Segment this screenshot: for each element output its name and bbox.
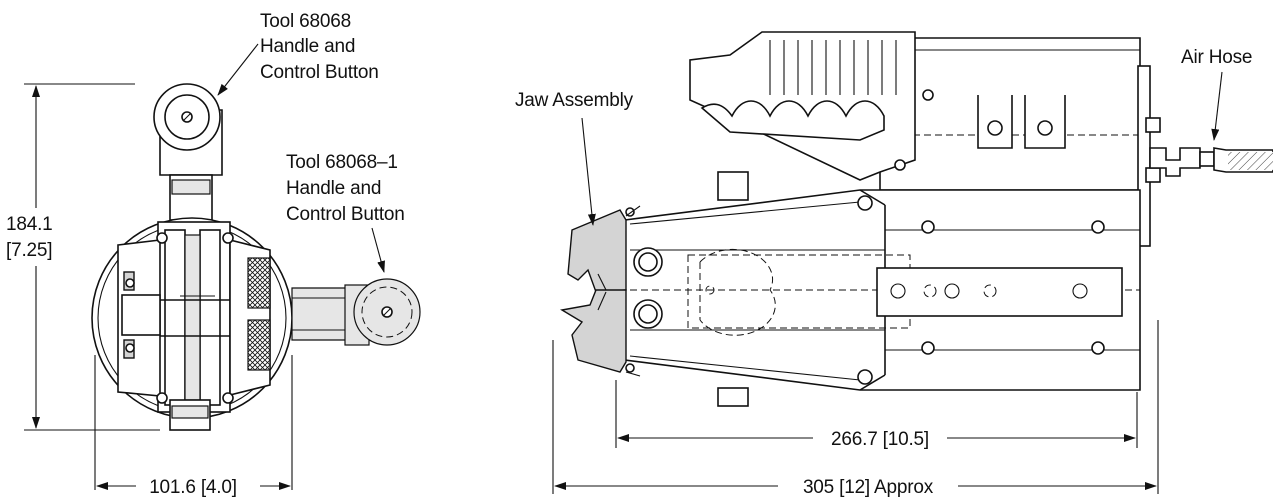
labels: Tool 68068 Handle and Control Button Too… bbox=[6, 11, 1252, 498]
tool2-label-line3: Control Button bbox=[286, 204, 405, 225]
end-view-drawing bbox=[4, 43, 421, 498]
tool2-label-line1: Tool 68068–1 bbox=[286, 152, 398, 173]
height-dim-mm: 184.1 bbox=[6, 214, 53, 235]
jaw-assembly-shape bbox=[567, 209, 627, 293]
jaw-assembly-label: Jaw Assembly bbox=[515, 90, 634, 111]
side-view-drawing bbox=[552, 31, 1273, 498]
tool1-label-line3: Control Button bbox=[260, 62, 379, 83]
air-hose-label: Air Hose bbox=[1181, 47, 1252, 68]
width-dim-label: 101.6 [4.0] bbox=[149, 477, 237, 498]
tool1-label-line2: Handle and bbox=[260, 36, 355, 57]
tool1-label-line1: Tool 68068 bbox=[260, 11, 351, 32]
body-length-dim-label: 266.7 [10.5] bbox=[831, 429, 929, 450]
height-dim-in: [7.25] bbox=[6, 240, 52, 261]
tool2-label-line2: Handle and bbox=[286, 178, 381, 199]
overall-length-dim-label: 305 [12] Approx bbox=[803, 477, 934, 498]
